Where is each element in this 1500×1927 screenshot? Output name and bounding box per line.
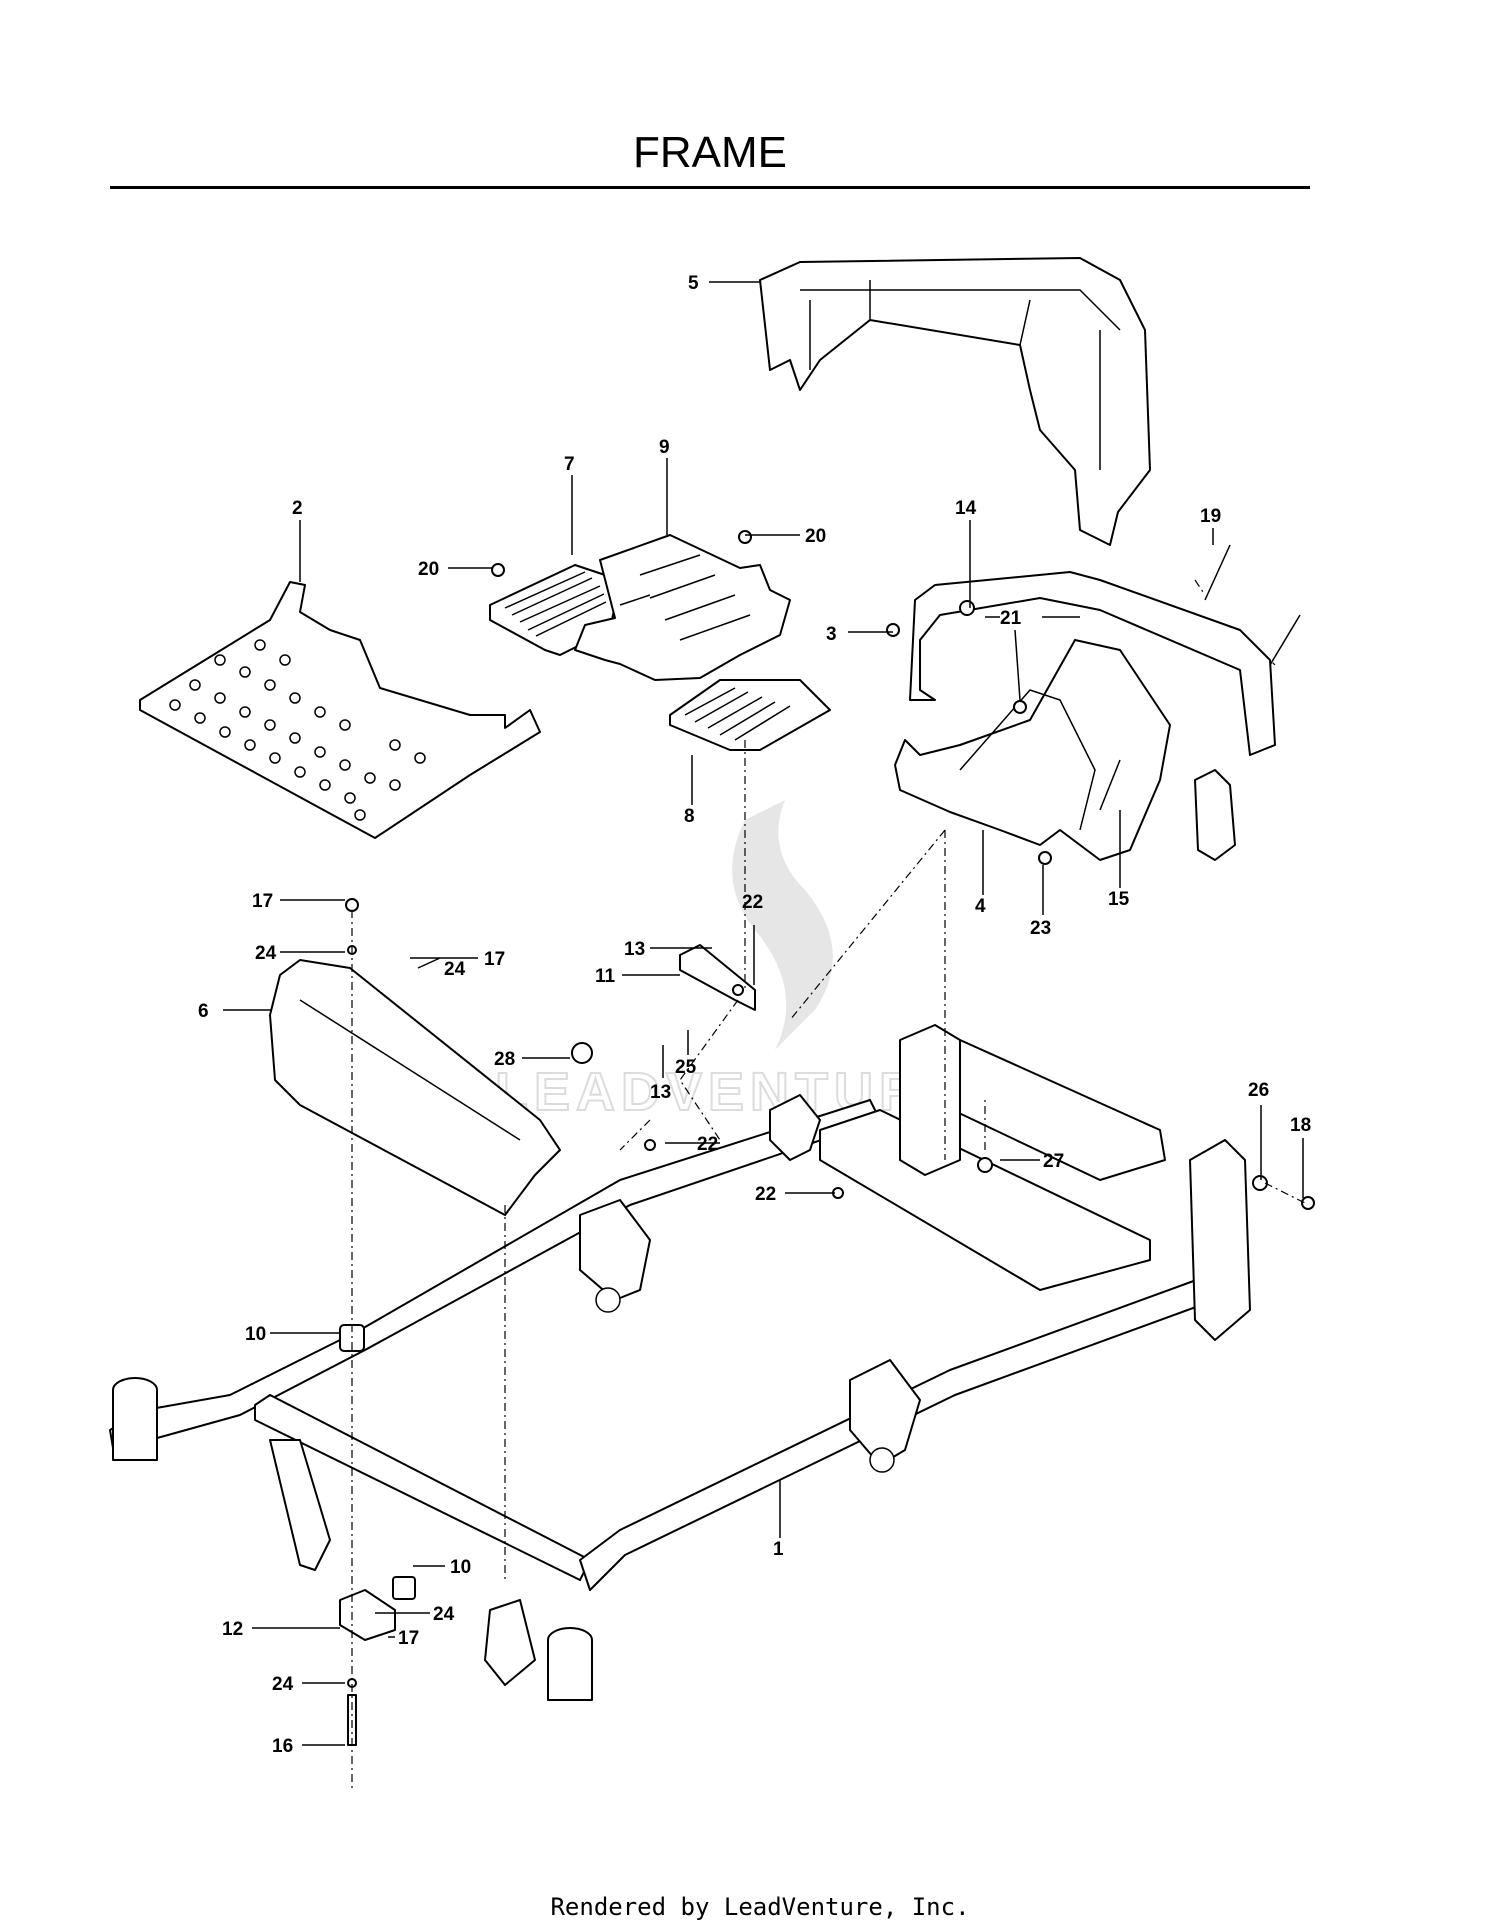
part-4-seat-bracket (894, 639, 1171, 861)
part-3-rops-bar (909, 571, 1276, 861)
part-19-bolt-b (1269, 614, 1301, 666)
part-22-nut-mid (644, 1139, 656, 1151)
callout-24-top: 24 (255, 943, 277, 964)
floor-pan-holes (169, 639, 426, 821)
callout-14: 14 (955, 498, 977, 519)
svg-text:LEADVENTURE: LEADVENTURE (495, 1062, 966, 1122)
callout-23: 23 (1030, 918, 1051, 939)
part-18-bolt (1301, 1196, 1315, 1210)
leadventure-watermark: LEADVENTURE (494, 800, 966, 1123)
part-6-front-panel (269, 959, 561, 1216)
callout-21: 21 (1000, 608, 1022, 629)
callout-12: 12 (222, 1619, 243, 1640)
callout-28: 28 (494, 1049, 515, 1070)
callout-2: 2 (292, 498, 303, 519)
part-28-plug (571, 1042, 593, 1064)
callout-20-left: 20 (418, 559, 439, 580)
part-15-bolt (1099, 759, 1121, 811)
callout-3: 3 (826, 624, 837, 645)
part-10-bushing-lower (392, 1576, 416, 1600)
part-26-bushing (1252, 1175, 1268, 1191)
footer-credit: Rendered by LeadVenture, Inc. (550, 1893, 970, 1921)
leader-lines (223, 281, 1304, 1746)
callout-15: 15 (1108, 889, 1130, 910)
part-17-bolt-top (345, 898, 359, 912)
callout-22-mid: 22 (697, 1134, 718, 1155)
callout-27: 27 (1043, 1151, 1064, 1172)
callout-8: 8 (684, 806, 695, 827)
callout-13-mid: 13 (650, 1082, 671, 1103)
callout-25: 25 (675, 1057, 697, 1078)
callout-1: 1 (773, 1539, 784, 1560)
part-20-bolt-right (738, 530, 752, 544)
assembly-lines (351, 579, 1306, 1790)
title-rule (110, 186, 1310, 189)
callout-13-top: 13 (624, 939, 645, 960)
part-11-bracket (679, 944, 756, 1011)
callout-17-lower: 17 (398, 1628, 419, 1649)
hardware-fasteners (339, 530, 1315, 1746)
callout-4: 4 (975, 896, 986, 917)
callout-22-low: 22 (755, 1184, 776, 1205)
part-3-nut (886, 623, 900, 637)
callout-9: 9 (659, 437, 670, 458)
callout-26: 26 (1248, 1080, 1269, 1101)
part-5-rear-guard (759, 257, 1151, 546)
callout-24-lower: 24 (433, 1604, 455, 1625)
part-20-bolt-left (491, 563, 505, 577)
callout-20-right: 20 (805, 526, 826, 547)
part-27-nut (977, 1157, 993, 1173)
part-22-nut-top (732, 984, 744, 996)
part-9-center-foot-plate (574, 534, 791, 681)
callout-24-bottom: 24 (272, 1674, 294, 1695)
callout-22-top: 22 (742, 892, 763, 913)
part-1-main-frame (109, 1024, 1251, 1701)
callout-19: 19 (1200, 506, 1221, 527)
callout-6: 6 (198, 1001, 209, 1022)
callout-11: 11 (595, 966, 616, 987)
part-23-nut (1038, 851, 1052, 865)
part-21-nut (1013, 700, 1027, 714)
part-19-bolt-a (1204, 544, 1231, 601)
part-12-plate (339, 1589, 396, 1641)
part-8-right-foot-plate (669, 679, 831, 751)
callout-18: 18 (1290, 1115, 1311, 1136)
callout-17-top: 17 (252, 891, 273, 912)
part-2-floor-pan (139, 581, 541, 839)
callout-16: 16 (272, 1736, 293, 1757)
part-14-bolt (959, 600, 975, 616)
callout-7: 7 (564, 454, 575, 475)
callout-10-upper: 10 (245, 1324, 266, 1345)
callout-24-mid: 24 (444, 959, 466, 980)
callout-5: 5 (688, 273, 699, 294)
callout-17-mid: 17 (484, 949, 505, 970)
page-title: FRAME (633, 128, 787, 177)
callout-10-lower: 10 (450, 1557, 471, 1578)
callout-labels: 5 7 9 2 20 20 14 19 3 21 8 4 23 15 17 22… (198, 273, 1311, 1757)
